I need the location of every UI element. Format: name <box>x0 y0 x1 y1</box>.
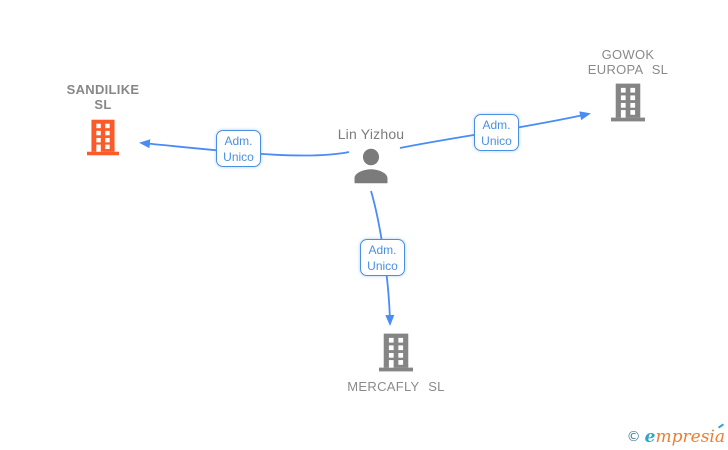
company-name-line: MERCAFLY SL <box>347 379 445 394</box>
company-node-mercafly[interactable]: MERCAFLY SL <box>336 333 456 394</box>
company-label-sandilike[interactable]: SANDILIKE SL <box>43 82 163 112</box>
company-node-gowok[interactable]: GOWOK EUROPA SL <box>568 47 688 127</box>
edge-label-line: Unico <box>223 150 254 164</box>
company-label-mercafly[interactable]: MERCAFLY SL <box>336 379 456 394</box>
company-node-sandilike[interactable]: SANDILIKE SL <box>43 82 163 162</box>
brand-wordmark: empresia <box>644 423 726 447</box>
company-label-gowok[interactable]: GOWOK EUROPA SL <box>568 47 688 77</box>
empresia-logo[interactable]: ©empresia <box>626 423 726 447</box>
edge-label-line: Adm. <box>368 243 397 257</box>
brand-letter-e: e <box>644 427 656 447</box>
building-icon-mercafly[interactable] <box>379 333 413 377</box>
edge-label-line: Adm. <box>482 118 511 132</box>
company-name-line: SANDILIKE <box>66 82 140 97</box>
edge-label-adm-unico-gowok: Adm. Unico <box>474 114 519 151</box>
copyright-icon: © <box>626 429 641 445</box>
building-icon-gowok[interactable] <box>611 83 645 127</box>
company-name-line: EUROPA SL <box>587 62 669 77</box>
person-label[interactable]: Lin Yizhou <box>337 126 405 142</box>
brand-text: mpresia <box>655 427 726 447</box>
person-icon[interactable] <box>348 143 394 194</box>
edge-label-line: Unico <box>367 259 398 273</box>
edge-label-line: Unico <box>481 134 512 148</box>
person-node-lin-yizhou[interactable]: Lin Yizhou <box>311 126 431 194</box>
company-name-line: SL <box>94 97 112 112</box>
edge-label-line: Adm. <box>224 134 253 148</box>
edge-label-adm-unico-sandilike: Adm. Unico <box>216 130 261 167</box>
company-name-line: GOWOK <box>601 47 655 62</box>
building-icon-sandilike[interactable] <box>87 118 119 162</box>
edge-label-adm-unico-mercafly: Adm. Unico <box>360 239 405 276</box>
